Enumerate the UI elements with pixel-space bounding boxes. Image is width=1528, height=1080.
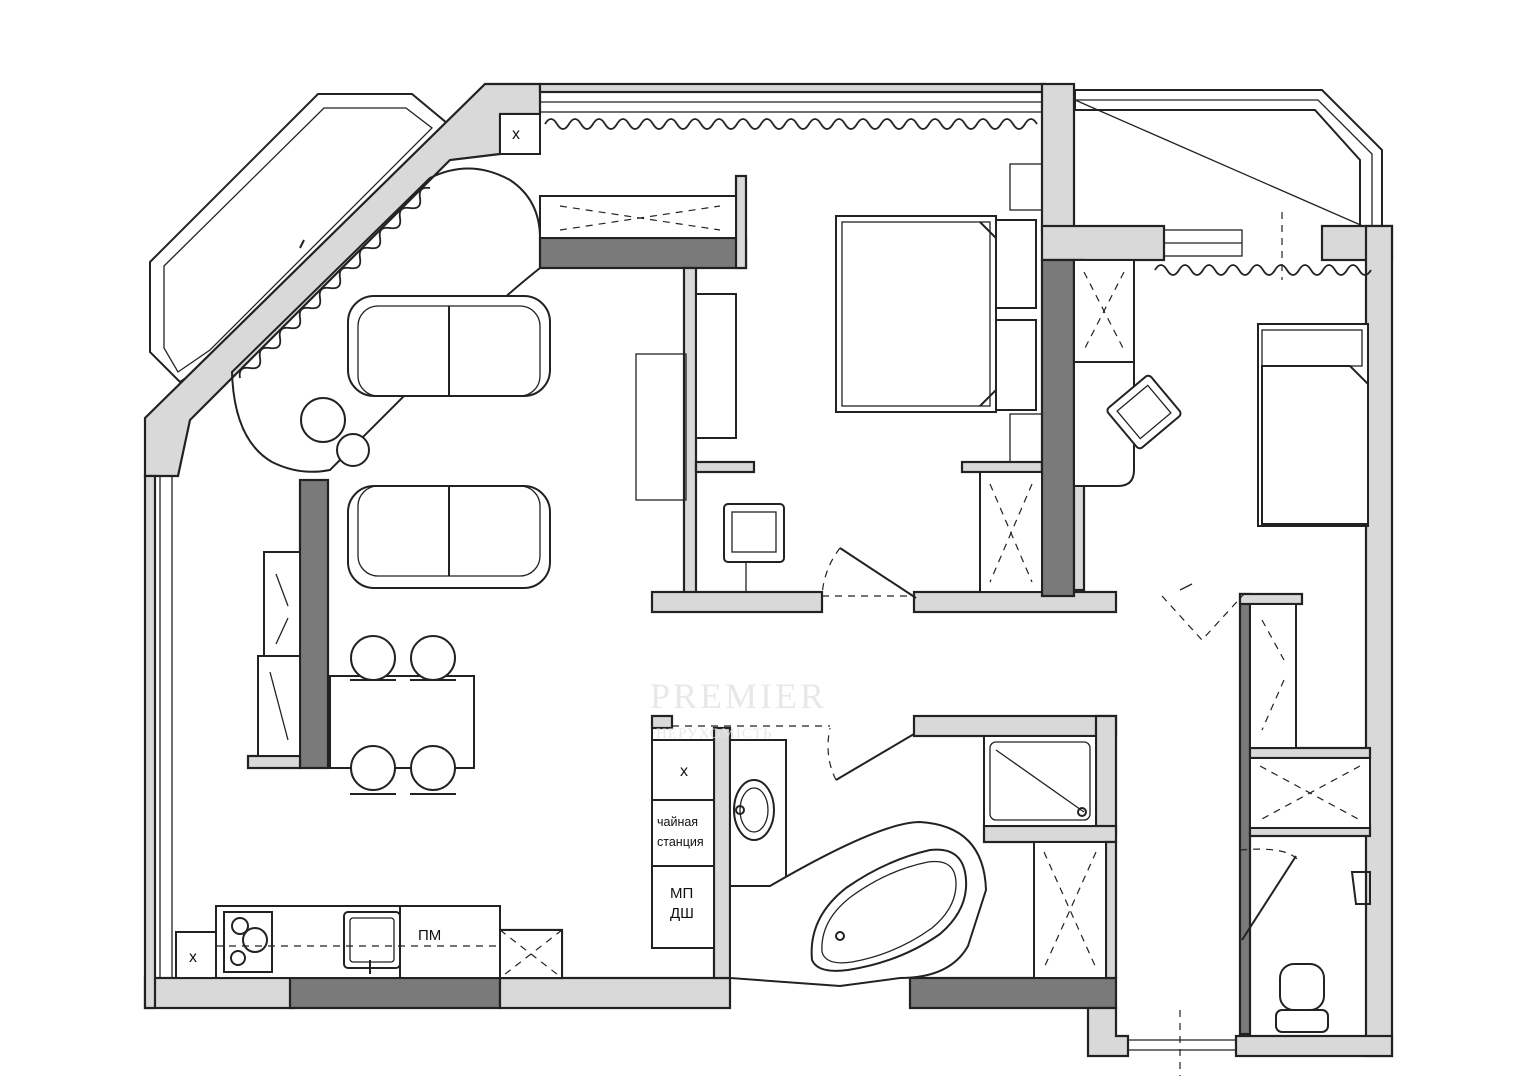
- nightstands: [995, 163, 1043, 463]
- svg-text:чайная: чайная: [657, 815, 698, 829]
- coffee-table-small: [336, 433, 370, 467]
- curtains: [238, 118, 1372, 379]
- tv-console: [635, 293, 737, 501]
- armchair-second: [1106, 374, 1182, 450]
- chair: [410, 635, 456, 681]
- watermark: PREMIER НЕРУХОМІСТЬ: [650, 676, 827, 742]
- living-area: [230, 167, 551, 589]
- vanity: [729, 739, 787, 887]
- single-bed: [1257, 323, 1369, 527]
- wardrobe-second: [1073, 259, 1135, 363]
- sofa-bottom: [347, 485, 551, 589]
- wardrobe-corridor: [1249, 603, 1371, 829]
- dishwasher-label: ПМ: [418, 927, 441, 944]
- windows: [539, 91, 1243, 1076]
- svg-text:х: х: [512, 126, 520, 143]
- chair: [410, 745, 456, 791]
- bathtub: [729, 820, 988, 988]
- wardrobe-kitchen: [257, 551, 301, 757]
- toilet-room: [1239, 848, 1371, 1033]
- svg-text:станция: станция: [657, 835, 704, 849]
- kitchen: ПМ х: [175, 905, 563, 979]
- corner-cabinet-top: х: [499, 113, 541, 155]
- svg-text:ДШ: ДШ: [670, 905, 694, 922]
- chair: [350, 635, 396, 681]
- walls: [143, 82, 1394, 1058]
- bedroom-second: [1073, 259, 1369, 641]
- corner-cabinet-mark: х: [189, 949, 197, 966]
- watermark-sub: НЕРУХОМІСТЬ: [656, 726, 773, 742]
- shower-tray: [983, 735, 1097, 827]
- chair: [350, 745, 396, 791]
- sofa-top: [347, 295, 551, 397]
- double-bed: [835, 215, 997, 413]
- svg-text:МП: МП: [670, 885, 693, 902]
- laundry-cabinet: [1033, 841, 1107, 979]
- wardrobe-bedroom: [979, 471, 1043, 593]
- watermark-brand: PREMIER: [650, 676, 827, 716]
- coffee-table-large: [300, 397, 346, 443]
- bedroom-main: [635, 163, 1043, 599]
- wardrobe-top: [539, 195, 737, 239]
- stove: [223, 911, 273, 973]
- bathroom: х чайная станция МП ДШ: [651, 725, 1107, 988]
- dining-area: [329, 635, 475, 795]
- armchair-bedroom: [723, 503, 785, 592]
- svg-text:х: х: [680, 763, 688, 780]
